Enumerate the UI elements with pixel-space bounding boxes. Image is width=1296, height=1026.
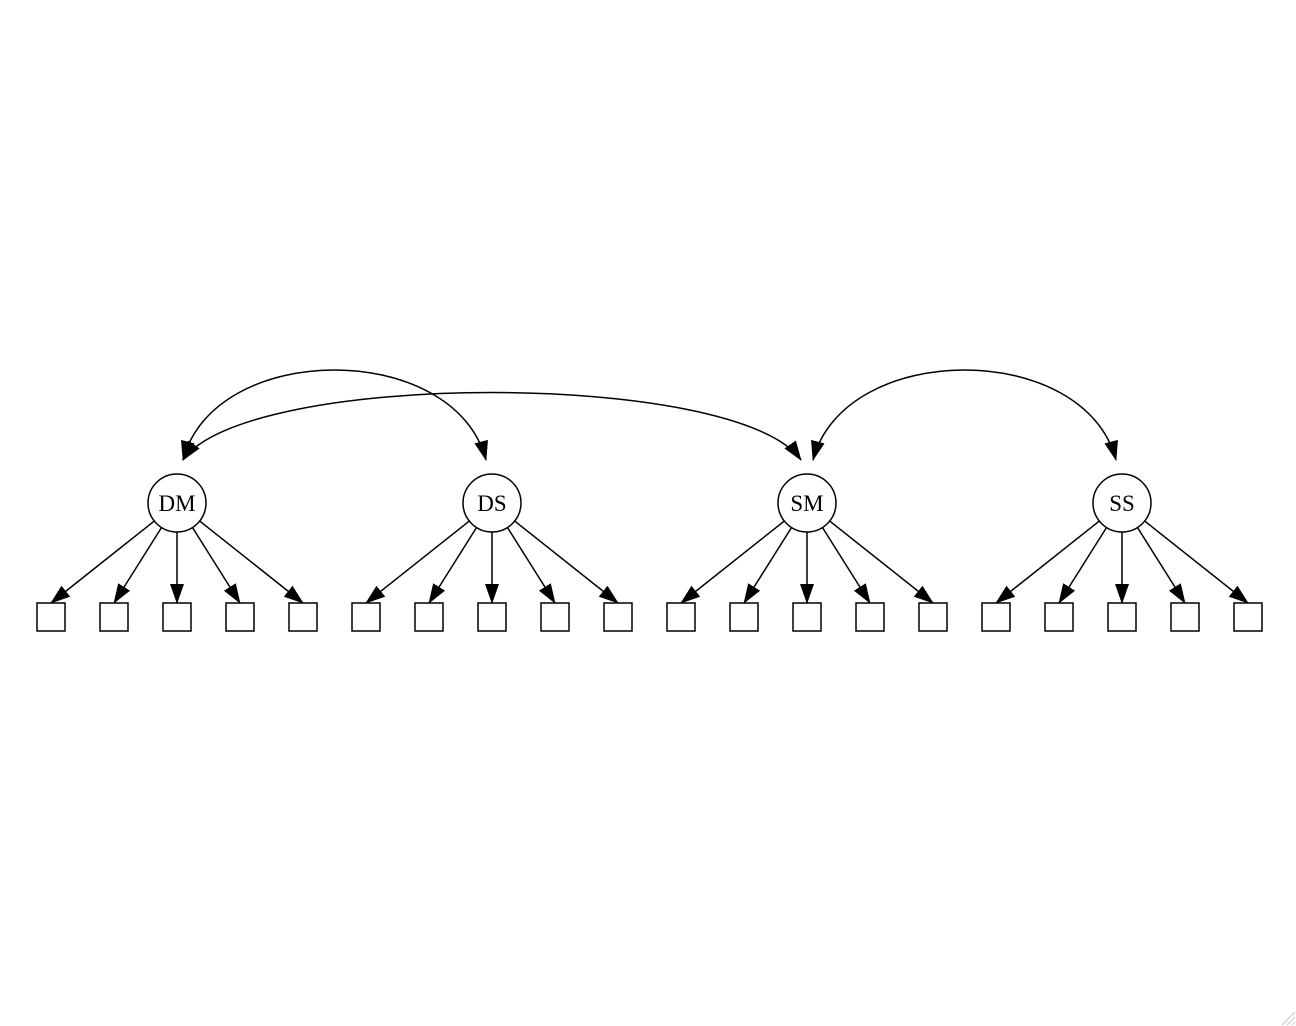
nodes: DM DS SM SS bbox=[36, 473, 1263, 632]
indicator-box-ss-1 bbox=[981, 602, 1011, 632]
loading-arrow-sm-4 bbox=[821, 527, 871, 604]
loading-arrows bbox=[50, 520, 1249, 604]
covariance-arrow-dm-ds bbox=[181, 369, 488, 461]
loading-arrow-dm-1 bbox=[50, 520, 155, 604]
loading-arrow-ss-1 bbox=[995, 520, 1100, 604]
indicator-box-dm-3 bbox=[162, 602, 192, 632]
loading-arrow-ds-2 bbox=[428, 527, 478, 604]
indicator-box-ds-2 bbox=[414, 602, 444, 632]
latent-label-ds: DS bbox=[477, 491, 506, 516]
latent-node-sm bbox=[777, 473, 837, 533]
latent-node-dm bbox=[147, 473, 207, 533]
indicator-box-ss-3 bbox=[1107, 602, 1137, 632]
indicator-box-ds-1 bbox=[351, 602, 381, 632]
loading-arrow-ds-1 bbox=[365, 520, 470, 604]
indicator-box-dm-4 bbox=[225, 602, 255, 632]
loading-arrow-dm-5 bbox=[199, 520, 304, 604]
loading-arrow-ss-2 bbox=[1058, 527, 1108, 604]
loading-arrow-ss-4 bbox=[1136, 527, 1186, 604]
indicator-box-dm-2 bbox=[99, 602, 129, 632]
latent-node-ds bbox=[462, 473, 522, 533]
indicator-box-ds-5 bbox=[603, 602, 633, 632]
loading-arrow-dm-4 bbox=[191, 527, 241, 604]
indicator-box-sm-5 bbox=[918, 602, 948, 632]
covariance-arrow-dm-sm bbox=[182, 391, 802, 461]
resize-grip-icon[interactable] bbox=[1278, 1008, 1296, 1026]
indicator-box-ss-4 bbox=[1170, 602, 1200, 632]
indicator-box-ss-5 bbox=[1233, 602, 1263, 632]
loading-arrow-sm-5 bbox=[829, 520, 934, 604]
covariance-arrows bbox=[181, 369, 1118, 461]
loading-arrow-sm-2 bbox=[743, 527, 793, 604]
indicator-box-ds-4 bbox=[540, 602, 570, 632]
latent-label-ss: SS bbox=[1109, 491, 1135, 516]
indicator-box-dm-5 bbox=[288, 602, 318, 632]
indicator-box-ds-3 bbox=[477, 602, 507, 632]
loading-arrow-dm-2 bbox=[113, 527, 163, 604]
latent-label-sm: SM bbox=[790, 491, 823, 516]
indicator-box-dm-1 bbox=[36, 602, 66, 632]
latent-node-ss bbox=[1092, 473, 1152, 533]
loading-arrow-ss-5 bbox=[1144, 520, 1249, 604]
loading-arrow-sm-1 bbox=[680, 520, 785, 604]
latent-label-dm: DM bbox=[158, 491, 195, 516]
indicator-box-sm-4 bbox=[855, 602, 885, 632]
loading-arrow-ds-4 bbox=[506, 527, 556, 604]
indicator-box-ss-2 bbox=[1044, 602, 1074, 632]
indicator-box-sm-2 bbox=[729, 602, 759, 632]
indicator-box-sm-1 bbox=[666, 602, 696, 632]
loading-arrow-ds-5 bbox=[514, 520, 619, 604]
covariance-arrow-sm-ss bbox=[811, 369, 1118, 461]
indicator-box-sm-3 bbox=[792, 602, 822, 632]
